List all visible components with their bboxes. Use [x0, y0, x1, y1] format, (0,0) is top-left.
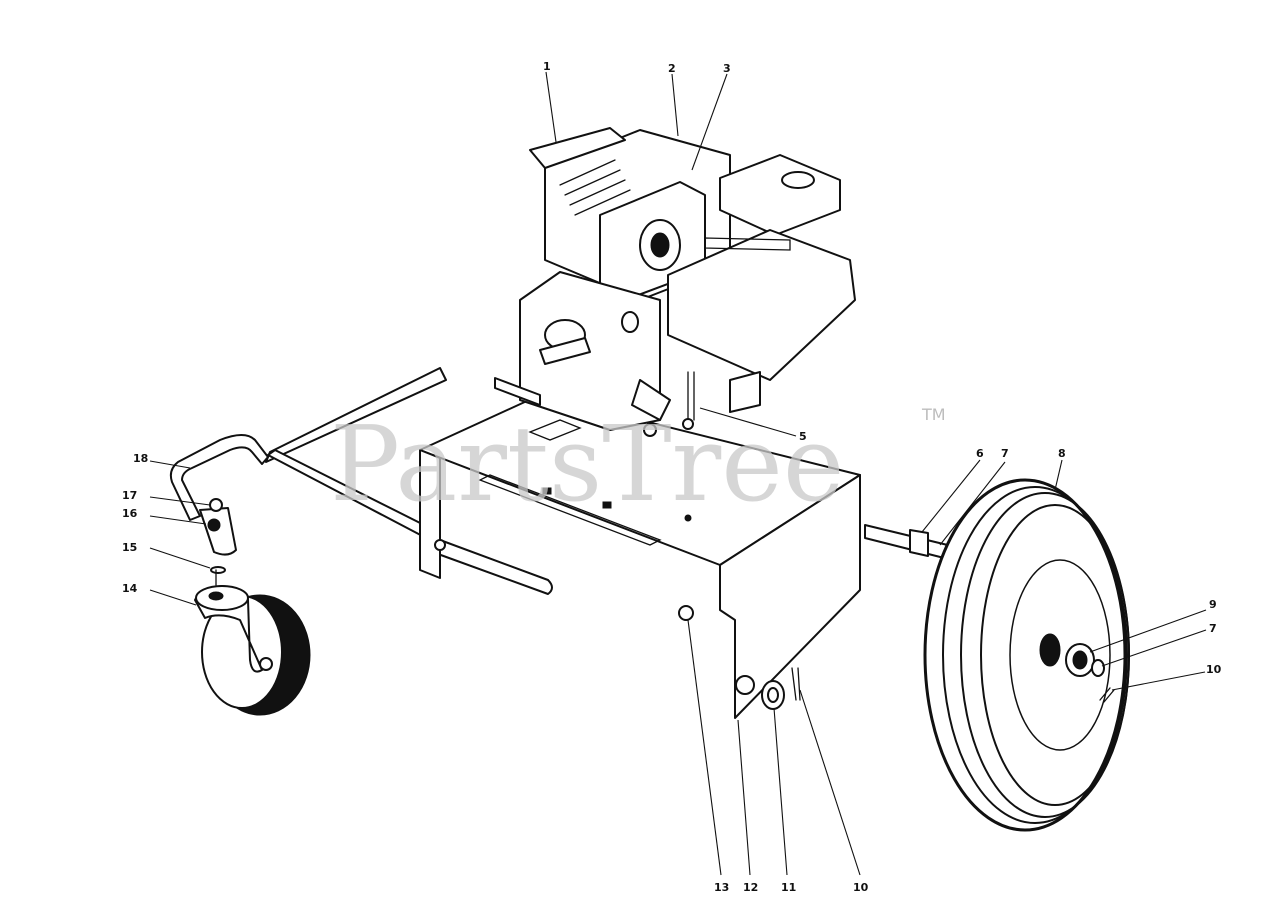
callout-5: 5: [799, 430, 807, 443]
engine: [519, 127, 731, 437]
callout-10-right: 10: [1206, 663, 1222, 676]
callout-16: 16: [122, 507, 138, 520]
watermark-text: PartsTree: [330, 403, 844, 525]
rear-wheel: [923, 478, 1130, 832]
callout-18: 18: [133, 452, 148, 465]
callout-2: 2: [668, 62, 676, 75]
callout-14: 14: [122, 582, 138, 595]
hub-hardware: [1065, 643, 1115, 703]
callout-12: 12: [743, 881, 758, 894]
callout-13: 13: [714, 881, 729, 894]
callout-11: 11: [781, 881, 796, 894]
washer-and-pin: [761, 667, 801, 710]
leader-lines: [149, 71, 1207, 876]
lock-nut: [678, 605, 694, 621]
callout-17: 17: [122, 489, 137, 502]
callout-7-top: 7: [1001, 447, 1009, 460]
chassis-frame: [419, 394, 861, 719]
handle-bar: [169, 367, 447, 541]
caster-hardware: [199, 498, 237, 586]
callout-3: 3: [723, 62, 731, 75]
callout-7-right: 7: [1209, 622, 1217, 635]
callout-15: 15: [122, 541, 137, 554]
callout-9: 9: [1209, 598, 1217, 611]
caster-wheel: [194, 585, 311, 716]
mount-bolts: [494, 371, 695, 430]
callout-10-bottom: 10: [853, 881, 869, 894]
axle-rod: [437, 539, 553, 595]
watermark-trademark: TM: [921, 405, 946, 424]
callout-1: 1: [543, 60, 551, 73]
fuel-tank: [667, 154, 856, 413]
callout-labels: 1 2 3 5 6 7 8 9 7 10 14 15 16 17 18 13 1…: [122, 60, 1222, 894]
callout-6: 6: [976, 447, 984, 460]
callout-8: 8: [1058, 447, 1066, 460]
